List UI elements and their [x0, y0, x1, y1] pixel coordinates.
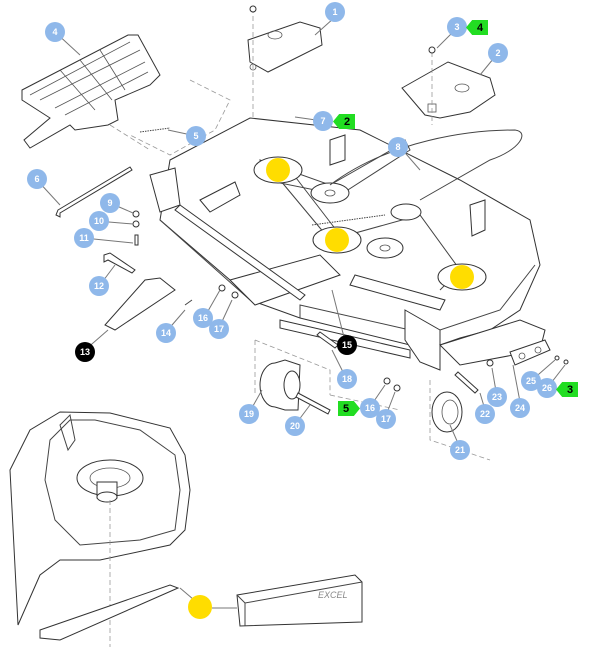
- part-lift-frame: [21, 34, 161, 149]
- callout-13[interactable]: 13: [75, 342, 95, 362]
- callout-7[interactable]: 7: [313, 111, 333, 131]
- callout-1[interactable]: 1: [325, 2, 345, 22]
- part-roller: [259, 359, 301, 411]
- callout-9[interactable]: 9: [100, 193, 120, 213]
- callout-12[interactable]: 12: [89, 276, 109, 296]
- callout-5[interactable]: 5: [186, 126, 206, 146]
- callout-11[interactable]: 11: [74, 228, 94, 248]
- callout-20[interactable]: 20: [285, 416, 305, 436]
- callout-14[interactable]: 14: [156, 323, 176, 343]
- callout-2[interactable]: 2: [488, 43, 508, 63]
- callout-22[interactable]: 22: [475, 404, 495, 424]
- part-arm: [104, 277, 176, 331]
- callout-16-right[interactable]: 16: [360, 398, 380, 418]
- callout-21[interactable]: 21: [450, 440, 470, 460]
- callout-4[interactable]: 4: [45, 22, 65, 42]
- callout-15[interactable]: 15: [337, 335, 357, 355]
- hotspot-spindle-pulley-left[interactable]: [266, 158, 290, 182]
- part-blade-box: EXCEL: [236, 574, 363, 627]
- qty-tag-item-7: 2: [333, 114, 355, 129]
- qty-tag-item-3: 4: [466, 20, 488, 35]
- callout-17-left[interactable]: 17: [209, 319, 229, 339]
- callout-3[interactable]: 3: [447, 17, 467, 37]
- qty-tag-item-26: 3: [556, 382, 578, 397]
- part-mower-deck: [149, 117, 546, 371]
- callout-8[interactable]: 8: [388, 137, 408, 157]
- callout-23[interactable]: 23: [487, 387, 507, 407]
- part-wheel: [431, 391, 463, 433]
- callout-17-right[interactable]: 17: [376, 409, 396, 429]
- callout-24[interactable]: 24: [510, 398, 530, 418]
- blade-box-brand-text: EXCEL: [318, 590, 348, 600]
- part-deck-detail-view: [9, 411, 191, 647]
- part-blade: [39, 584, 180, 641]
- callout-26[interactable]: 26: [537, 378, 557, 398]
- hotspot-spindle-pulley-center[interactable]: [325, 228, 349, 252]
- callout-16-left[interactable]: 16: [193, 308, 213, 328]
- callout-10[interactable]: 10: [89, 211, 109, 231]
- callout-6[interactable]: 6: [27, 169, 47, 189]
- callout-25[interactable]: 25: [521, 371, 541, 391]
- hotspot-blade-kit[interactable]: [188, 595, 212, 619]
- part-belt-cover-left: [247, 21, 323, 73]
- hotspot-spindle-pulley-right[interactable]: [450, 265, 474, 289]
- part-rod: [55, 166, 133, 218]
- part-belt-cover-right: [401, 61, 496, 119]
- part-spring: [139, 127, 171, 133]
- qty-tag-item-16: 5: [338, 401, 360, 416]
- callout-18[interactable]: 18: [337, 369, 357, 389]
- callout-19[interactable]: 19: [239, 404, 259, 424]
